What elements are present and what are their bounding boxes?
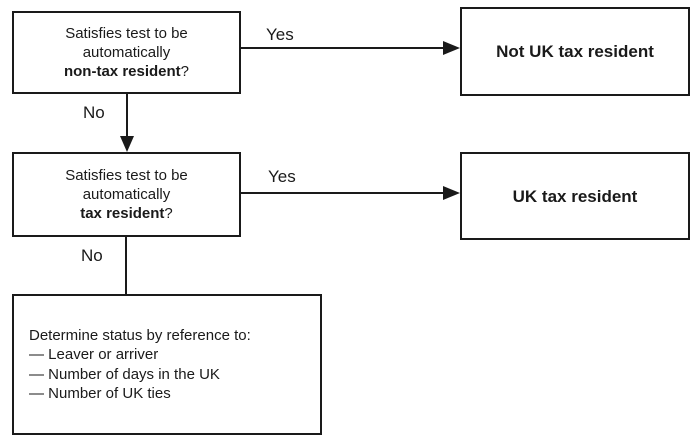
determine-heading: Determine status by reference to: xyxy=(29,326,251,344)
edge-label-no: No xyxy=(83,103,105,122)
connector-no-to-determine-status xyxy=(125,237,127,294)
question-line: tax resident? xyxy=(80,204,173,223)
question-emphasis: tax resident xyxy=(80,205,165,222)
determine-item: — Number of UK ties xyxy=(29,385,171,402)
arrowhead-right-icon xyxy=(443,186,460,200)
flow-node-automatic-non-resident-question: Satisfies test to be automatically non-t… xyxy=(12,11,241,94)
result-label: Not UK tax resident xyxy=(496,42,654,61)
question-line: non-tax resident? xyxy=(64,62,189,81)
question-mark: ? xyxy=(164,205,173,222)
question-line: Satisfies test to be xyxy=(65,25,188,42)
edge-label-yes: Yes xyxy=(268,167,296,186)
connector-yes-to-uk-resident xyxy=(241,192,445,194)
connector-no-to-resident-question xyxy=(126,94,128,138)
question-emphasis: non-tax resident xyxy=(63,63,181,80)
question-line: automatically xyxy=(82,44,171,61)
question-line: Satisfies test to be xyxy=(65,167,188,184)
flow-node-determine-status: Determine status by reference to: — Leav… xyxy=(12,294,322,435)
arrowhead-down-icon xyxy=(120,136,134,152)
edge-label-yes: Yes xyxy=(266,25,294,44)
connector-yes-to-not-uk-resident xyxy=(241,47,445,49)
flow-node-not-uk-tax-resident: Not UK tax resident xyxy=(460,7,690,96)
question-mark: ? xyxy=(180,63,190,80)
flow-node-automatic-resident-question: Satisfies test to be automatically tax r… xyxy=(12,152,241,237)
edge-label-no: No xyxy=(81,246,103,265)
arrowhead-right-icon xyxy=(443,41,460,55)
question-line: automatically xyxy=(82,186,171,203)
result-label: UK tax resident xyxy=(512,186,638,206)
determine-item: — Number of days in the UK xyxy=(29,365,220,383)
flow-node-uk-tax-resident: UK tax resident xyxy=(460,152,690,240)
determine-item: — Leaver or arriver xyxy=(29,346,159,363)
